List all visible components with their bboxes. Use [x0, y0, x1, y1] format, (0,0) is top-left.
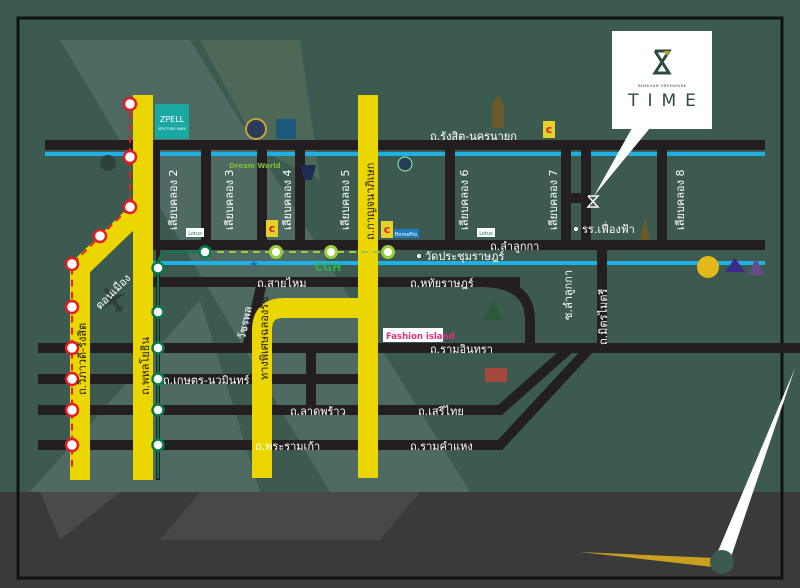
red-line-station — [122, 199, 138, 215]
svg-text:HomePro: HomePro — [395, 232, 418, 238]
fashion-island-logo — [383, 328, 443, 342]
svg-text:เลียบคลอง 4: เลียบคลอง 4 — [281, 169, 294, 230]
red-line-station — [122, 149, 138, 165]
lotus-icon — [186, 228, 204, 237]
green-line-station — [381, 245, 395, 259]
svg-text:ซ.ลำลูกกา: ซ.ลำลูกกา — [562, 270, 575, 320]
svg-text:c: c — [269, 222, 276, 235]
svg-text:ถ.เกษตร-นวมินทร์: ถ.เกษตร-นวมินทร์ — [163, 374, 250, 387]
svg-text:ถ.พระรามเก้า: ถ.พระรามเก้า — [255, 440, 320, 453]
hotel-logo — [276, 119, 296, 139]
svg-text:ถ.รามอินทรา: ถ.รามอินทรา — [430, 343, 493, 356]
canals — [45, 152, 765, 265]
svg-text:Dream World: Dream World — [229, 162, 281, 170]
brand-logo: RAMKHAM GREENPARK TIME — [612, 31, 712, 129]
svg-text:รร.เฟื่องฟ้า: รร.เฟื่องฟ้า — [582, 221, 635, 236]
red-line-station — [122, 96, 138, 112]
red-line-station — [64, 437, 80, 453]
red-line-station — [92, 228, 108, 244]
vibhavadi-road — [70, 207, 142, 480]
svg-text:ถ.พหลโยธิน: ถ.พหลโยธิน — [138, 337, 152, 395]
mall-logo-icon — [485, 368, 507, 382]
clock-hands-decor — [580, 368, 795, 574]
red-line-station — [64, 371, 80, 387]
svg-text:วัดประชุมราษฎร์: วัดประชุมราษฎร์ — [425, 250, 505, 263]
svg-text:เลียบคลอง 7: เลียบคลอง 7 — [547, 169, 560, 230]
red-line-station — [64, 402, 80, 418]
red-line-station — [64, 256, 80, 272]
hourglass-icon — [652, 49, 672, 75]
red-line-train — [64, 96, 138, 470]
zpell-logo — [155, 104, 189, 139]
landmarks: ZPELL @FUTURE PARK Dream World c c c Lot… — [100, 95, 764, 382]
green-line-station — [151, 341, 165, 355]
green-line-station — [151, 438, 165, 452]
green-line-train — [151, 245, 395, 478]
palace-emblem-icon — [640, 218, 650, 240]
svg-text:ดอนเมือง: ดอนเมือง — [93, 272, 133, 312]
school-crest-icon — [300, 165, 316, 180]
svg-text:✚: ✚ — [250, 260, 258, 270]
svg-text:ถ.วิภาวดี-รังสิต: ถ.วิภาวดี-รังสิต — [76, 323, 89, 395]
green-line-station — [151, 403, 165, 417]
svg-text:ถ.รามคำแหง: ถ.รามคำแหง — [410, 440, 473, 453]
map-frame — [16, 16, 784, 580]
svg-text:ถ.กาญจนาภิเษก: ถ.กาญจนาภิเษก — [364, 163, 377, 240]
svg-text:ถ.มิตรไมตรี: ถ.มิตรไมตรี — [597, 289, 610, 345]
svg-text:Fashion island: Fashion island — [386, 332, 455, 342]
svg-text:c: c — [384, 223, 391, 236]
bigc-icon — [543, 121, 555, 138]
svg-text:ถ.ลำลูกกา: ถ.ลำลูกกา — [490, 240, 539, 253]
green-line-station — [324, 245, 338, 259]
government-seal-icon — [697, 256, 719, 278]
svg-text:ทางพิเศษฉลองรัช: ทางพิเศษฉลองรัช — [258, 296, 271, 380]
agency-logo-icon — [748, 258, 764, 275]
place-labels: รร.เฟื่องฟ้า วัดประชุมราษฎร์ — [417, 221, 635, 263]
highways — [70, 95, 378, 480]
bigc-icon — [381, 221, 393, 238]
green-line-station — [269, 245, 283, 259]
svg-text:c: c — [546, 123, 553, 136]
svg-text:เลียบคลอง 8: เลียบคลอง 8 — [674, 169, 687, 230]
agency-logo-icon — [725, 258, 745, 272]
svg-text:Lotus: Lotus — [479, 231, 493, 237]
homepro-icon — [394, 229, 419, 238]
red-line-station — [64, 299, 80, 315]
svg-text:ถ.สายไหม: ถ.สายไหม — [257, 277, 307, 290]
svg-text:@FUTURE PARK: @FUTURE PARK — [158, 127, 186, 131]
school-logo-icon — [483, 300, 503, 320]
green-line-station — [151, 261, 165, 275]
brand-tagline: RAMKHAM GREENPARK — [637, 84, 687, 88]
temple-emblem-icon — [492, 95, 504, 128]
svg-text:Lotus: Lotus — [188, 231, 202, 237]
brand-name: TIME — [628, 91, 705, 111]
svg-text:ถ.หทัยราษฎร์: ถ.หทัยราษฎร์ — [410, 277, 474, 290]
green-line-station — [198, 245, 212, 259]
university-logo-icon — [397, 156, 413, 172]
svg-text:เลียบคลอง 6: เลียบคลอง 6 — [458, 169, 471, 230]
svg-text:CGH: CGH — [315, 261, 341, 274]
roads — [38, 140, 800, 480]
green-line-station — [151, 305, 165, 319]
red-line-station — [64, 340, 80, 356]
bigc-icon — [266, 220, 278, 237]
svg-text:เลียบคลอง 2: เลียบคลอง 2 — [167, 170, 180, 231]
expressway-road — [252, 298, 368, 478]
canal-labels: เลียบคลอง 2 เลียบคลอง 3 เลียบคลอง 4 เลีย… — [167, 169, 687, 230]
project-marker-icon — [586, 195, 600, 208]
rangsit-university-icon — [100, 155, 116, 171]
svg-text:เลียบคลอง 5: เลียบคลอง 5 — [339, 169, 352, 230]
lotus-icon — [477, 228, 495, 237]
svg-text:ถ.ลาดพร้าว: ถ.ลาดพร้าว — [290, 405, 346, 418]
svg-text:ถ.เสรีไทย: ถ.เสรีไทย — [418, 405, 464, 418]
callout-pointer — [594, 128, 650, 196]
svg-text:เลียบคลอง 3: เลียบคลอง 3 — [223, 169, 236, 230]
green-line-station — [151, 372, 165, 386]
university-emblem-icon — [245, 118, 267, 140]
svg-text:ถ.รังสิต-นครนายก: ถ.รังสิต-นครนายก — [430, 130, 517, 143]
svg-text:ZPELL: ZPELL — [160, 115, 185, 124]
